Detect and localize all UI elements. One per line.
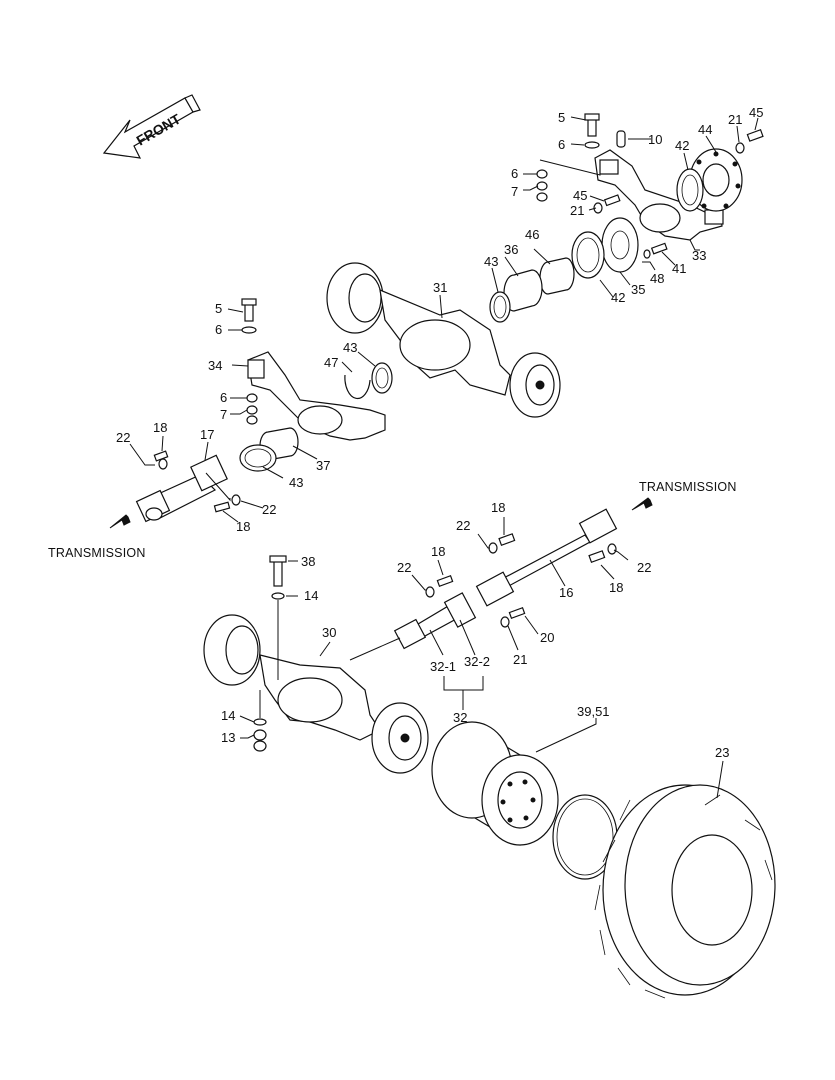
transmission-labels: TRANSMISSION TRANSMISSION	[48, 480, 737, 560]
pin-10	[616, 130, 626, 148]
callout-6: 6	[215, 322, 222, 337]
bushing-46	[539, 257, 575, 295]
transmission-label-right: TRANSMISSION	[639, 480, 737, 494]
callout-6: 6	[558, 137, 565, 152]
callout-32-1: 32-1	[430, 659, 456, 674]
callout-5: 5	[215, 301, 222, 316]
callout-31: 31	[433, 280, 447, 295]
callout-38: 38	[301, 554, 315, 569]
callout-32: 32	[453, 710, 467, 725]
callout-37: 37	[316, 458, 330, 473]
callout-13: 13	[221, 730, 235, 745]
callout-48: 48	[650, 271, 664, 286]
leader-lines	[129, 116, 759, 799]
front-arrow: FRONT	[102, 94, 201, 159]
rear-bracket-group	[489, 113, 764, 323]
ring-43-b	[371, 362, 393, 394]
callout-30: 30	[322, 625, 336, 640]
callout-41: 41	[672, 261, 686, 276]
ring-42	[676, 168, 704, 212]
callout-22: 22	[397, 560, 411, 575]
front-bracket-group	[239, 298, 393, 472]
callout-47: 47	[324, 355, 338, 370]
callout-18: 18	[491, 500, 505, 515]
callout-35: 35	[631, 282, 645, 297]
drive-shaft-17	[109, 450, 241, 529]
callout-22: 22	[456, 518, 470, 533]
callout-20: 20	[540, 630, 554, 645]
callout-21: 21	[570, 203, 584, 218]
callout-43: 43	[289, 475, 303, 490]
callout-43: 43	[484, 254, 498, 269]
callout-21: 21	[513, 652, 527, 667]
front-axle-30	[203, 555, 429, 774]
callout-6: 6	[220, 390, 227, 405]
callout-42: 42	[675, 138, 689, 153]
bolt-5-lower	[244, 302, 254, 322]
callout-39-51: 39,51	[577, 704, 610, 719]
callout-18: 18	[609, 580, 623, 595]
tire-23	[594, 784, 776, 999]
callout-6: 6	[511, 166, 518, 181]
callout-33: 33	[692, 248, 706, 263]
ring-43	[489, 291, 511, 323]
callout-14: 14	[304, 588, 318, 603]
transmission-label-left: TRANSMISSION	[48, 546, 146, 560]
bracket-34	[247, 351, 386, 441]
callout-32-2: 32-2	[464, 654, 490, 669]
callout-42: 42	[611, 290, 625, 305]
callout-7: 7	[220, 407, 227, 422]
callout-36: 36	[504, 242, 518, 257]
callout-46: 46	[525, 227, 539, 242]
callout-44: 44	[698, 122, 712, 137]
callout-18: 18	[153, 420, 167, 435]
callout-17: 17	[200, 427, 214, 442]
callout-numbers: 5 6 10 44 21 45 6 7 42 45 21 43 36 46 33…	[116, 105, 763, 760]
callout-45: 45	[573, 188, 587, 203]
center-shaft-32	[393, 575, 526, 650]
rim-39-51	[431, 721, 618, 880]
callout-7: 7	[511, 184, 518, 199]
bracket-33	[594, 149, 723, 241]
rear-axle-31	[326, 262, 561, 418]
drive-shaft-16	[475, 497, 653, 607]
callout-18: 18	[431, 544, 445, 559]
washer-6	[584, 141, 600, 149]
callout-14: 14	[221, 708, 235, 723]
callout-5: 5	[558, 110, 565, 125]
washer-21	[735, 142, 745, 154]
callout-23: 23	[715, 745, 729, 760]
plate-35	[601, 217, 639, 273]
callout-10: 10	[648, 132, 662, 147]
callout-34: 34	[208, 358, 222, 373]
bolt-38	[273, 559, 283, 587]
callout-22: 22	[637, 560, 651, 575]
callout-22: 22	[116, 430, 130, 445]
bolt-45	[746, 129, 764, 142]
callout-45: 45	[749, 105, 763, 120]
callout-22: 22	[262, 502, 276, 517]
snap-ring-47	[344, 374, 371, 400]
callout-16: 16	[559, 585, 573, 600]
callout-21: 21	[728, 112, 742, 127]
bolt-5	[587, 117, 597, 137]
callout-18: 18	[236, 519, 250, 534]
callout-43: 43	[343, 340, 357, 355]
bushing-36	[503, 269, 543, 312]
